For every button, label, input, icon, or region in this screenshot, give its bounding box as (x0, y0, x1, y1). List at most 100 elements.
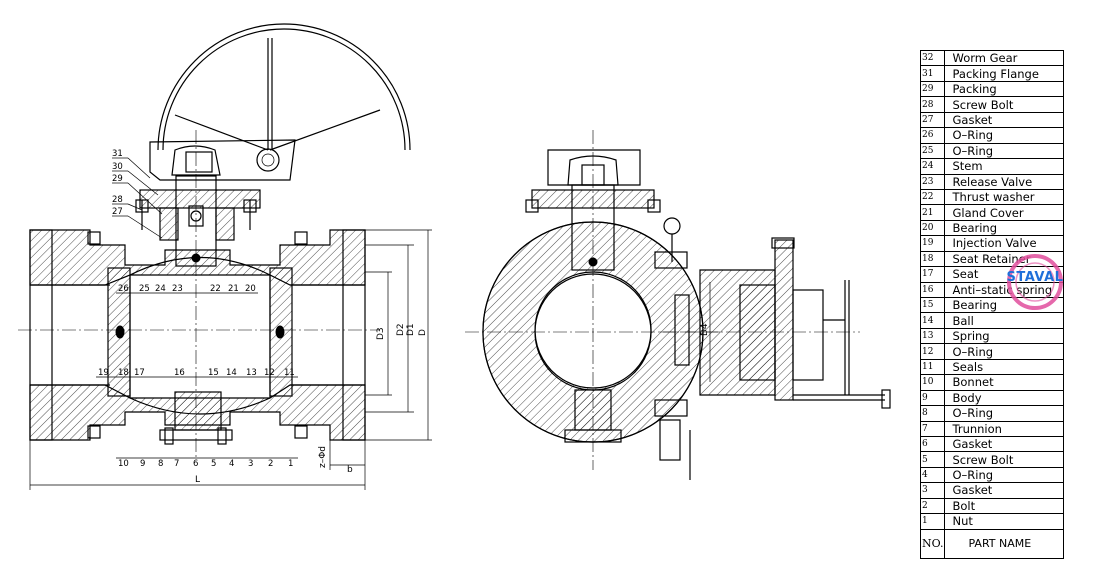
part-number: 11 (920, 359, 945, 376)
callout-3: 3 (248, 459, 253, 469)
part-name: Anti–static spring (944, 282, 1064, 299)
callout-4: 4 (229, 459, 234, 469)
part-number: 13 (920, 328, 945, 345)
header-number: NO. (920, 529, 945, 559)
callout-11: 11 (284, 368, 295, 378)
part-name: Trunnion (944, 421, 1064, 437)
part-name: Ball (944, 312, 1064, 329)
side-view: D4 (465, 130, 891, 480)
part-number: 22 (920, 189, 945, 206)
callout-21: 21 (228, 284, 239, 294)
dim-D3: D3 (376, 327, 386, 340)
callout-2: 2 (268, 459, 273, 469)
part-number: 14 (920, 312, 945, 329)
callout-23: 23 (172, 284, 183, 294)
part-name: Gasket (944, 436, 1064, 453)
logo-ring-icon (1007, 254, 1063, 310)
part-name: Thrust washer (944, 189, 1064, 206)
callouts-bottom: 10 9 8 7 6 5 4 3 2 1 (116, 457, 298, 469)
part-name: O–Ring (944, 467, 1064, 484)
dim-D2: D2 (396, 323, 406, 336)
callouts-top: 31 30 29 28 27 (112, 149, 163, 239)
header-part-name: PART NAME (944, 529, 1064, 559)
part-number: 19 (920, 235, 945, 252)
part-number: 25 (920, 143, 945, 160)
dim-L: L (195, 475, 200, 485)
part-name: O–Ring (944, 127, 1064, 144)
part-number: 6 (920, 436, 945, 453)
part-number: 7 (920, 421, 945, 437)
callout-14: 14 (226, 368, 237, 378)
callout-7: 7 (174, 459, 179, 469)
part-name: Packing (944, 81, 1064, 98)
callout-12: 12 (264, 368, 275, 378)
part-number: 32 (920, 50, 945, 67)
part-name: Body (944, 390, 1064, 407)
part-number: 20 (920, 220, 945, 237)
section-view: D3 D2 D1 D L b z–Φd 31 30 29 28 27 26 25… (18, 23, 432, 490)
callout-16: 16 (174, 368, 185, 378)
part-name: Gland Cover (944, 204, 1064, 221)
dim-D: D (418, 329, 428, 336)
dim-b: b (347, 465, 353, 475)
part-number: 4 (920, 467, 945, 484)
callout-22: 22 (210, 284, 221, 294)
part-name: Gasket (944, 112, 1064, 129)
part-number: 15 (920, 297, 945, 314)
part-name: Nut (944, 513, 1064, 530)
callout-8: 8 (158, 459, 163, 469)
callout-5: 5 (211, 459, 216, 469)
part-name: Bearing (944, 220, 1064, 237)
part-name: Screw Bolt (944, 96, 1064, 113)
staval-logo: STAVAL (1000, 247, 1070, 317)
part-name: Release Valve (944, 174, 1064, 190)
watermark-text: STAVAL (1006, 270, 1064, 285)
part-name: Bonnet (944, 374, 1064, 391)
part-number: 24 (920, 158, 945, 175)
part-name: Packing Flange (944, 65, 1064, 82)
part-number: 10 (920, 374, 945, 391)
part-name: Seat (944, 266, 1064, 283)
callout-18: 18 (118, 368, 129, 378)
part-number: 12 (920, 343, 945, 360)
part-name: Spring (944, 328, 1064, 345)
dim-zd: z–Φd (318, 446, 328, 468)
part-name: Worm Gear (944, 50, 1064, 67)
part-name: Seals (944, 359, 1064, 376)
callout-28: 28 (112, 195, 123, 205)
callout-27: 27 (112, 207, 123, 217)
callout-29: 29 (112, 174, 123, 184)
callout-26: 26 (118, 284, 129, 294)
part-number: 3 (920, 482, 945, 499)
part-number: 2 (920, 498, 945, 515)
callout-1: 1 (288, 459, 293, 469)
callouts-mid: 26 25 24 23 22 21 20 (116, 284, 258, 294)
part-name: Bolt (944, 498, 1064, 515)
part-name: Screw Bolt (944, 451, 1064, 468)
